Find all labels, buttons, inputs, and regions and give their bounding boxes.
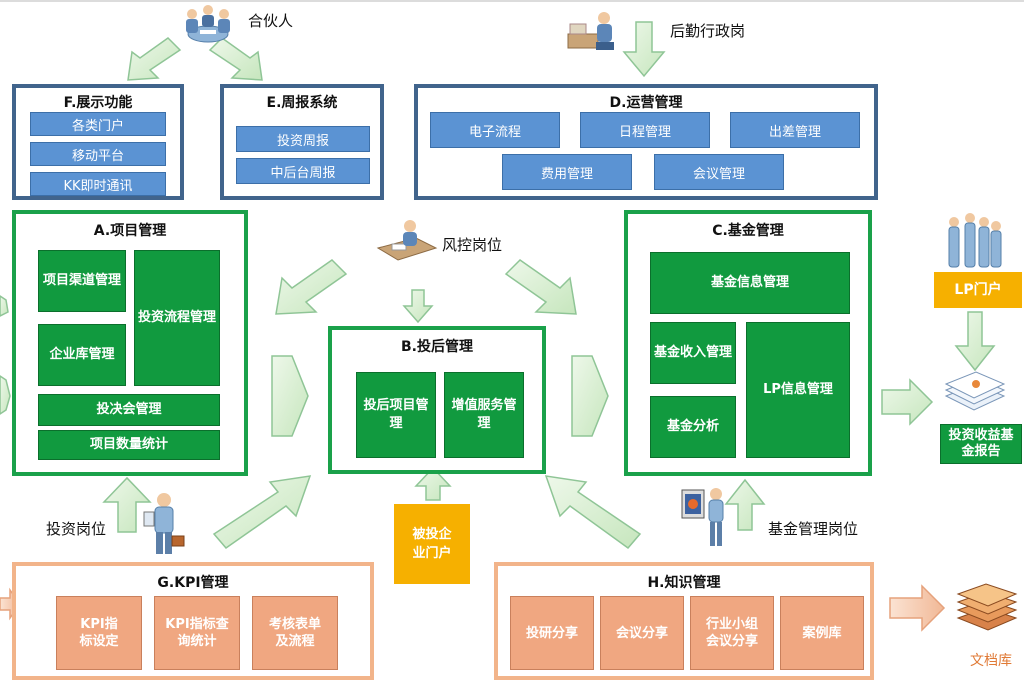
role-risk-label: 风控岗位 bbox=[442, 236, 503, 254]
arrow-c-to-report bbox=[881, 378, 934, 426]
f-item-mobile[interactable]: 移动平台 bbox=[30, 142, 166, 166]
arrow-b-to-c bbox=[571, 355, 609, 437]
module-f-frame: F.展示功能 各类门户 移动平台 KK即时通讯 bbox=[12, 84, 184, 200]
arrow-fundmgr-to-c bbox=[724, 478, 766, 531]
c-item-fund-analysis[interactable]: 基金分析 bbox=[650, 396, 736, 458]
a-item-channel[interactable]: 项目渠道管理 bbox=[38, 250, 126, 312]
b-item-portfolio[interactable]: 投后项目管理 bbox=[356, 372, 436, 458]
g-item-review-form[interactable]: 考核表单及流程 bbox=[252, 596, 338, 670]
module-b-frame: B.投后管理 投后项目管理 增值服务管理 bbox=[328, 326, 546, 474]
h-item-meeting-share[interactable]: 会议分享 bbox=[600, 596, 684, 670]
d-item-eflow[interactable]: 电子流程 bbox=[430, 112, 560, 148]
a-item-stats[interactable]: 项目数量统计 bbox=[38, 430, 220, 460]
d-item-meeting[interactable]: 会议管理 bbox=[654, 154, 784, 190]
arrow-partner-to-f bbox=[127, 37, 182, 81]
arrow-lp-to-report bbox=[954, 311, 996, 372]
arrow-admin-to-d bbox=[622, 21, 666, 78]
module-f-title: F.展示功能 bbox=[63, 95, 133, 111]
book-stack-icon bbox=[956, 583, 1018, 631]
arrow-a-to-b bbox=[271, 355, 309, 437]
lp-portal[interactable]: LP门户 bbox=[934, 272, 1022, 308]
group-people-icon bbox=[948, 213, 1002, 268]
module-h-title: H.知识管理 bbox=[647, 575, 721, 591]
role-fund-manager-label: 基金管理岗位 bbox=[768, 520, 859, 538]
standing-person-icon bbox=[143, 493, 185, 554]
a-item-committee[interactable]: 投决会管理 bbox=[38, 394, 220, 426]
e-item-backoffice-weekly[interactable]: 中后台周报 bbox=[236, 158, 370, 184]
module-h-frame: H.知识管理 投研分享 会议分享 行业小组会议分享 案例库 bbox=[494, 562, 874, 680]
role-admin-label: 后勤行政岗 bbox=[670, 22, 746, 40]
presenter-icon bbox=[681, 488, 724, 546]
module-e-title: E.周报系统 bbox=[266, 95, 338, 111]
module-d-frame: D.运营管理 电子流程 日程管理 出差管理 费用管理 会议管理 bbox=[414, 84, 878, 200]
module-g-frame: G.KPI管理 KPI指标设定 KPI指标查询统计 考核表单及流程 bbox=[12, 562, 374, 680]
module-b-title: B.投后管理 bbox=[401, 339, 473, 355]
arrow-risk-to-c bbox=[504, 259, 577, 315]
module-a-frame: A.项目管理 项目渠道管理 投资流程管理 企业库管理 投决会管理 项目数量统计 bbox=[12, 210, 248, 476]
arrow-risk-to-b bbox=[402, 289, 434, 324]
arrow-left-edge-green bbox=[0, 375, 11, 415]
d-item-travel[interactable]: 出差管理 bbox=[730, 112, 860, 148]
c-item-lp-info[interactable]: LP信息管理 bbox=[746, 322, 850, 458]
g-item-kpi-query[interactable]: KPI指标查询统计 bbox=[154, 596, 240, 670]
arrow-investee-to-b bbox=[414, 466, 452, 501]
office-worker-icon bbox=[567, 12, 614, 50]
desk-worker-icon bbox=[376, 220, 438, 261]
module-c-title: C.基金管理 bbox=[712, 223, 784, 239]
role-partner-label: 合伙人 bbox=[248, 12, 294, 30]
arrow-left-edge-green-top bbox=[0, 295, 9, 317]
a-item-process[interactable]: 投资流程管理 bbox=[134, 250, 220, 386]
module-c-frame: C.基金管理 基金信息管理 基金收入管理 LP信息管理 基金分析 bbox=[624, 210, 872, 476]
h-item-industry-group[interactable]: 行业小组会议分享 bbox=[690, 596, 774, 670]
h-item-research[interactable]: 投研分享 bbox=[510, 596, 594, 670]
meeting-people-icon bbox=[186, 5, 230, 43]
a-item-company-db[interactable]: 企业库管理 bbox=[38, 324, 126, 386]
arrow-partner-to-e bbox=[208, 37, 263, 81]
investee-portal[interactable]: 被投企业门户 bbox=[394, 504, 470, 584]
arrow-risk-to-a bbox=[275, 259, 348, 315]
c-item-fund-info[interactable]: 基金信息管理 bbox=[650, 252, 850, 314]
c-item-fund-income[interactable]: 基金收入管理 bbox=[650, 322, 736, 384]
module-e-frame: E.周报系统 投资周报 中后台周报 bbox=[220, 84, 384, 200]
docs-label: 文档库 bbox=[970, 653, 1012, 669]
d-item-schedule[interactable]: 日程管理 bbox=[580, 112, 710, 148]
d-item-expense[interactable]: 费用管理 bbox=[502, 154, 632, 190]
b-item-value-added[interactable]: 增值服务管理 bbox=[444, 372, 524, 458]
arrow-fundmgr-to-b bbox=[544, 475, 642, 550]
report-investment-return[interactable]: 投资收益基金报告 bbox=[940, 424, 1022, 464]
g-item-kpi-setting[interactable]: KPI指标设定 bbox=[56, 596, 142, 670]
module-a-title: A.项目管理 bbox=[93, 223, 167, 239]
arrow-investment-to-b bbox=[212, 475, 312, 550]
arrow-h-to-docs bbox=[889, 584, 946, 632]
f-item-kk[interactable]: KK即时通讯 bbox=[30, 172, 166, 196]
f-item-portals[interactable]: 各类门户 bbox=[30, 112, 166, 136]
module-d-title: D.运营管理 bbox=[609, 95, 683, 111]
arrow-investment-to-a bbox=[102, 476, 152, 533]
e-item-investment-weekly[interactable]: 投资周报 bbox=[236, 126, 370, 152]
h-item-case-library[interactable]: 案例库 bbox=[780, 596, 864, 670]
document-stack-icon bbox=[944, 371, 1006, 411]
role-investment-label: 投资岗位 bbox=[46, 520, 107, 538]
module-g-title: G.KPI管理 bbox=[157, 575, 229, 591]
